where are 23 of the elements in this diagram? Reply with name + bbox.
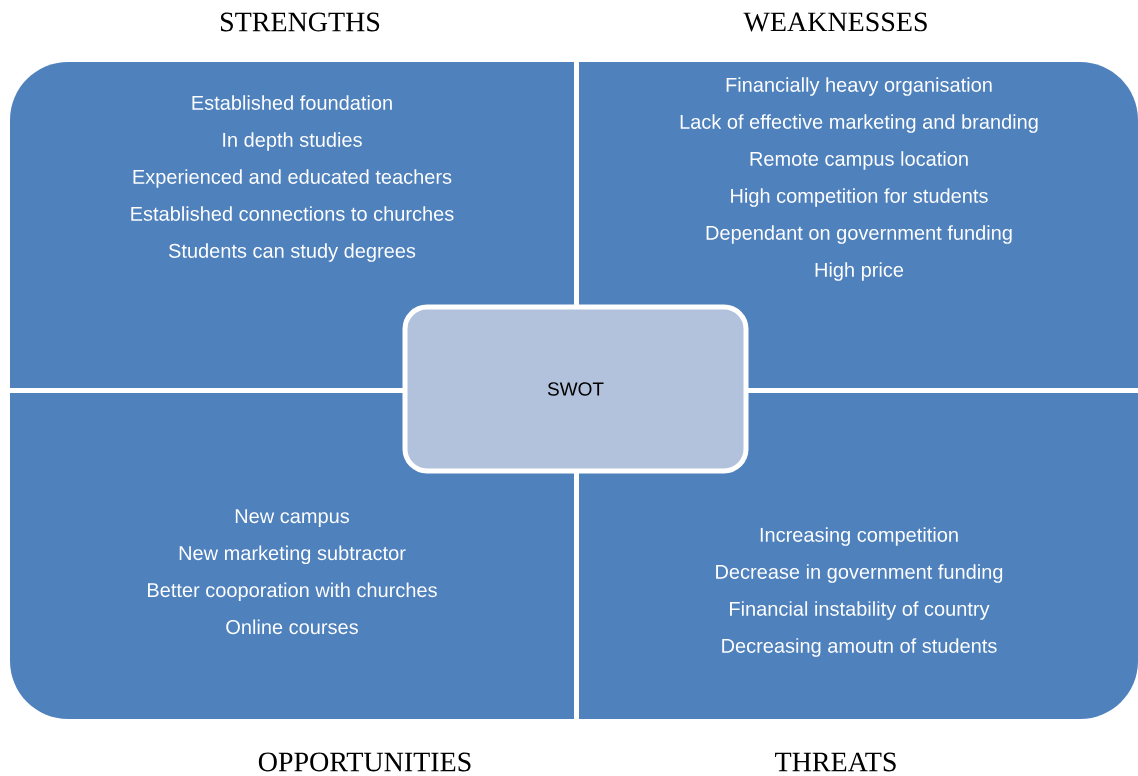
quadrant-heading: THREATS [775,752,896,772]
node-label: New campus [235,509,350,528]
quadrant-heading: OPPORTUNITIES [258,752,471,772]
node-label: Dependant on government funding [706,225,1012,244]
node-label: Established foundation [192,95,392,110]
quadrant-heading: WEAKNESSES [743,12,927,32]
node-label: Decreasing amoutn of students [722,638,997,657]
node-label: Established connections to churches [131,206,454,221]
node-label: Decrease in government funding [716,564,1003,583]
node-label: High competition for students [731,188,988,207]
node-label: Students can study degrees [168,243,416,262]
node-label: Remote campus location [750,151,968,170]
node-label: Experienced and educated teachers [133,169,452,188]
node-label: Online courses [226,619,358,635]
node-label: Financially heavy organisation [726,77,992,96]
quadrant-heading: STRENGTHS [221,12,380,32]
node-label: High price [815,262,904,281]
node-label: Lack of effective marketing and branding [680,114,1038,133]
node-label: In depth studies [223,132,362,151]
node-label: Financial instability of country [730,601,990,620]
node-label: New marketing subtractor [179,545,406,565]
node-label: Increasing competition [760,527,958,546]
node-label: Better cooporation with churches [148,582,437,602]
